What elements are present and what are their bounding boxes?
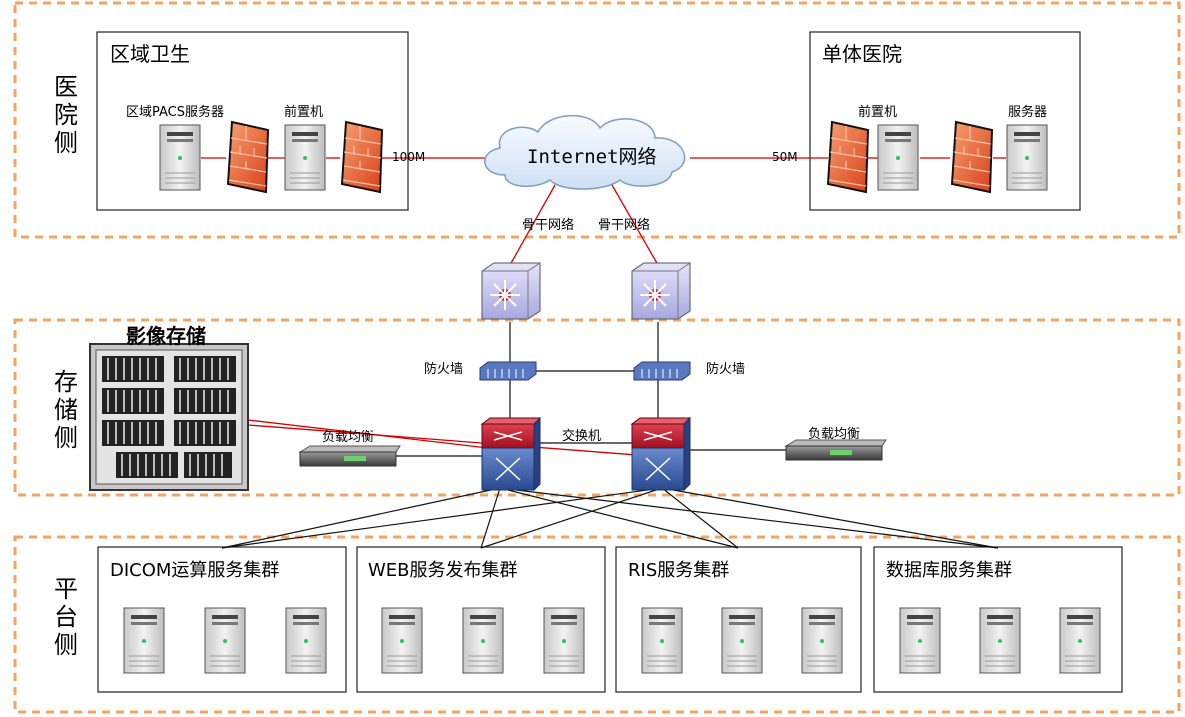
- platform-side-label: 平台侧: [54, 575, 78, 659]
- backbone-left-label: 骨干网络: [522, 218, 575, 233]
- storage-side-border: [13, 318, 1181, 497]
- brick-firewall-icon: [340, 120, 384, 194]
- server-icon: [381, 607, 423, 674]
- internet-label: Internet网络: [527, 146, 657, 168]
- brick-firewall-icon: [226, 120, 270, 194]
- hospital-front-machine-label: 前置机: [858, 105, 898, 120]
- server-icon: [801, 607, 843, 674]
- cluster-title-database: 数据库服务集群: [886, 560, 1012, 581]
- server-icon: [123, 607, 165, 674]
- load-balancer-right-label: 负载均衡: [808, 427, 861, 442]
- load-balancer-left-label: 负载均衡: [322, 430, 375, 445]
- brick-firewall-icon: [950, 120, 994, 194]
- cluster-title-web: WEB服务发布集群: [368, 560, 518, 581]
- image-storage-label: 影像存储: [126, 324, 206, 348]
- cluster-title-dicom: DICOM运算服务集群: [110, 560, 280, 581]
- server-icon: [284, 124, 326, 191]
- server-icon: [877, 124, 919, 191]
- server-icon: [899, 607, 941, 674]
- hospital-server-label: 服务器: [1008, 105, 1048, 120]
- firewall-appliance-icon: [479, 361, 537, 381]
- cluster-title-ris: RIS服务集群: [628, 560, 730, 581]
- router-icon: [631, 262, 691, 320]
- server-icon: [721, 607, 763, 674]
- internet-cloud-icon: [484, 115, 686, 190]
- server-icon: [641, 607, 683, 674]
- link-speed-50m: 50M: [772, 150, 798, 164]
- storage-rack-icon: [89, 343, 249, 491]
- server-icon: [1059, 607, 1101, 674]
- load-balancer-icon: [298, 445, 401, 467]
- switch-icon: [480, 416, 542, 492]
- server-icon: [159, 124, 201, 191]
- server-icon: [1006, 124, 1048, 191]
- router-icon: [481, 262, 541, 320]
- firewall-right-label: 防火墙: [706, 362, 746, 377]
- server-group: [123, 124, 1101, 674]
- load-balancer-icon: [784, 439, 887, 461]
- storage-side-label: 存储侧: [54, 368, 78, 452]
- switch-icon: [630, 416, 692, 492]
- hospital-side-label: 医院侧: [54, 73, 78, 157]
- platform-side-border: [13, 535, 1181, 714]
- firewall-left-label: 防火墙: [424, 362, 464, 377]
- server-icon: [462, 607, 504, 674]
- server-icon: [204, 607, 246, 674]
- link-speed-100m: 100M: [392, 150, 426, 164]
- single-hospital-title: 单体医院: [822, 42, 902, 66]
- switch-label: 交换机: [562, 429, 602, 444]
- hospital-side-border: [13, 1, 1181, 239]
- backbone-right-label: 骨干网络: [598, 218, 651, 233]
- red-links: [201, 157, 1006, 456]
- black-links: [221, 322, 999, 549]
- regional-front-machine-label: 前置机: [284, 105, 324, 120]
- regional-health-title: 区域卫生: [110, 42, 190, 66]
- firewall-appliance-icon: [633, 361, 691, 381]
- server-icon: [543, 607, 585, 674]
- server-icon: [979, 607, 1021, 674]
- server-icon: [285, 607, 327, 674]
- brick-firewall-icon: [826, 120, 870, 194]
- pacs-server-label: 区域PACS服务器: [126, 105, 225, 120]
